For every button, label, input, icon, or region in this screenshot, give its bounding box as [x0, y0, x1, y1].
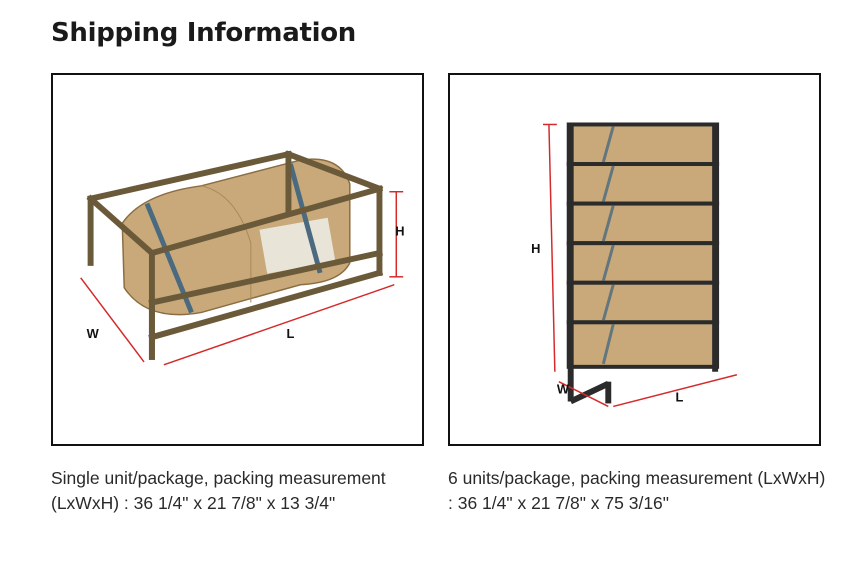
- width-label: W: [87, 326, 100, 341]
- width-label: W: [557, 382, 570, 397]
- stacked-crate: [566, 122, 720, 369]
- height-label: H: [531, 241, 540, 256]
- single-unit-caption: Single unit/package, packing measurement…: [51, 468, 386, 513]
- single-unit-illustration: W L H: [80, 150, 405, 366]
- multi-unit-illustration: H W L: [531, 122, 738, 408]
- multi-unit-caption: 6 units/package, packing measurement (Lx…: [448, 468, 826, 513]
- height-label: H: [395, 223, 404, 238]
- length-label: L: [286, 326, 294, 341]
- length-label: L: [676, 389, 684, 404]
- page-title: Shipping Information: [51, 18, 356, 48]
- single-unit-image: W L H: [51, 73, 424, 446]
- multi-unit-image: H W L: [448, 73, 821, 446]
